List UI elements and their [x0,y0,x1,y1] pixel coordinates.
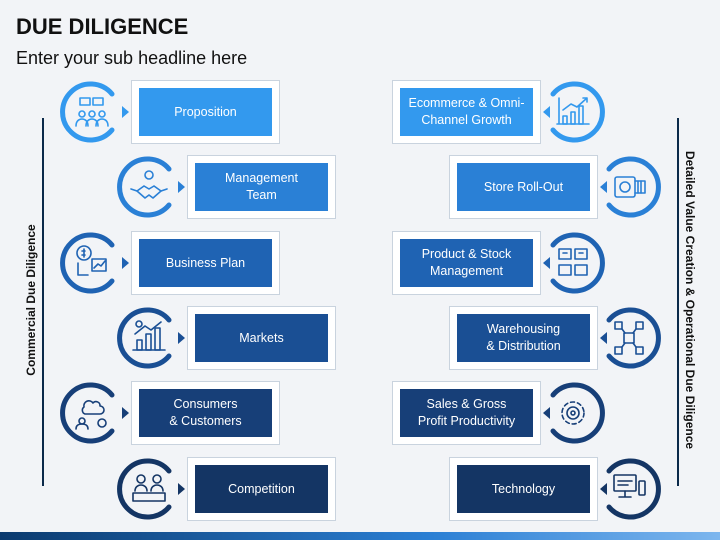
right-item-box: Product & Stock Management [398,237,535,289]
market-growth-icon [117,306,181,370]
right-connector-arrow [600,332,607,344]
left-item-box: Markets [193,312,330,364]
left-item-box: Consumers & Customers [137,387,274,439]
left-side-label: Commercial Due Diligence [24,224,38,376]
right-item-box: Warehousing & Distribution [455,312,592,364]
right-connector-arrow [543,257,550,269]
left-item-box: Competition [193,463,330,515]
right-connector-arrow [543,407,550,419]
left-connector-arrow [178,483,185,495]
cloud-customer-icon [60,381,124,445]
handshake-icon [117,155,181,219]
page-title: DUE DILIGENCE [16,14,189,39]
gear-productivity-icon [541,381,605,445]
left-connector-arrow [178,181,185,193]
left-item-box: Management Team [193,161,330,213]
right-item-box: Technology [455,463,592,515]
left-item-box: Proposition [137,86,274,138]
chat-team-icon [60,80,124,144]
left-connector-arrow [178,332,185,344]
right-item-box: Sales & Gross Profit Productivity [398,387,535,439]
right-item-box: Store Roll-Out [455,161,592,213]
tech-device-icon [597,457,661,521]
right-connector-arrow [600,181,607,193]
right-connector-arrow [600,483,607,495]
left-connector-arrow [122,257,129,269]
left-bracket-line [42,118,44,486]
film-roll-icon [597,155,661,219]
stock-boxes-icon [541,231,605,295]
right-item-box: Ecommerce & Omni- Channel Growth [398,86,535,138]
right-connector-arrow [543,106,550,118]
growth-chart-icon [541,80,605,144]
right-side-label: Detailed Value Creation & Operational Du… [683,150,697,450]
right-bracket-line [677,118,679,486]
competitors-icon [117,457,181,521]
distribution-network-icon [597,306,661,370]
dollar-chart-icon [60,231,124,295]
left-connector-arrow [122,106,129,118]
bottom-gradient-bar [0,532,720,540]
left-connector-arrow [122,407,129,419]
left-item-box: Business Plan [137,237,274,289]
page-subtitle: Enter your sub headline here [16,48,248,68]
